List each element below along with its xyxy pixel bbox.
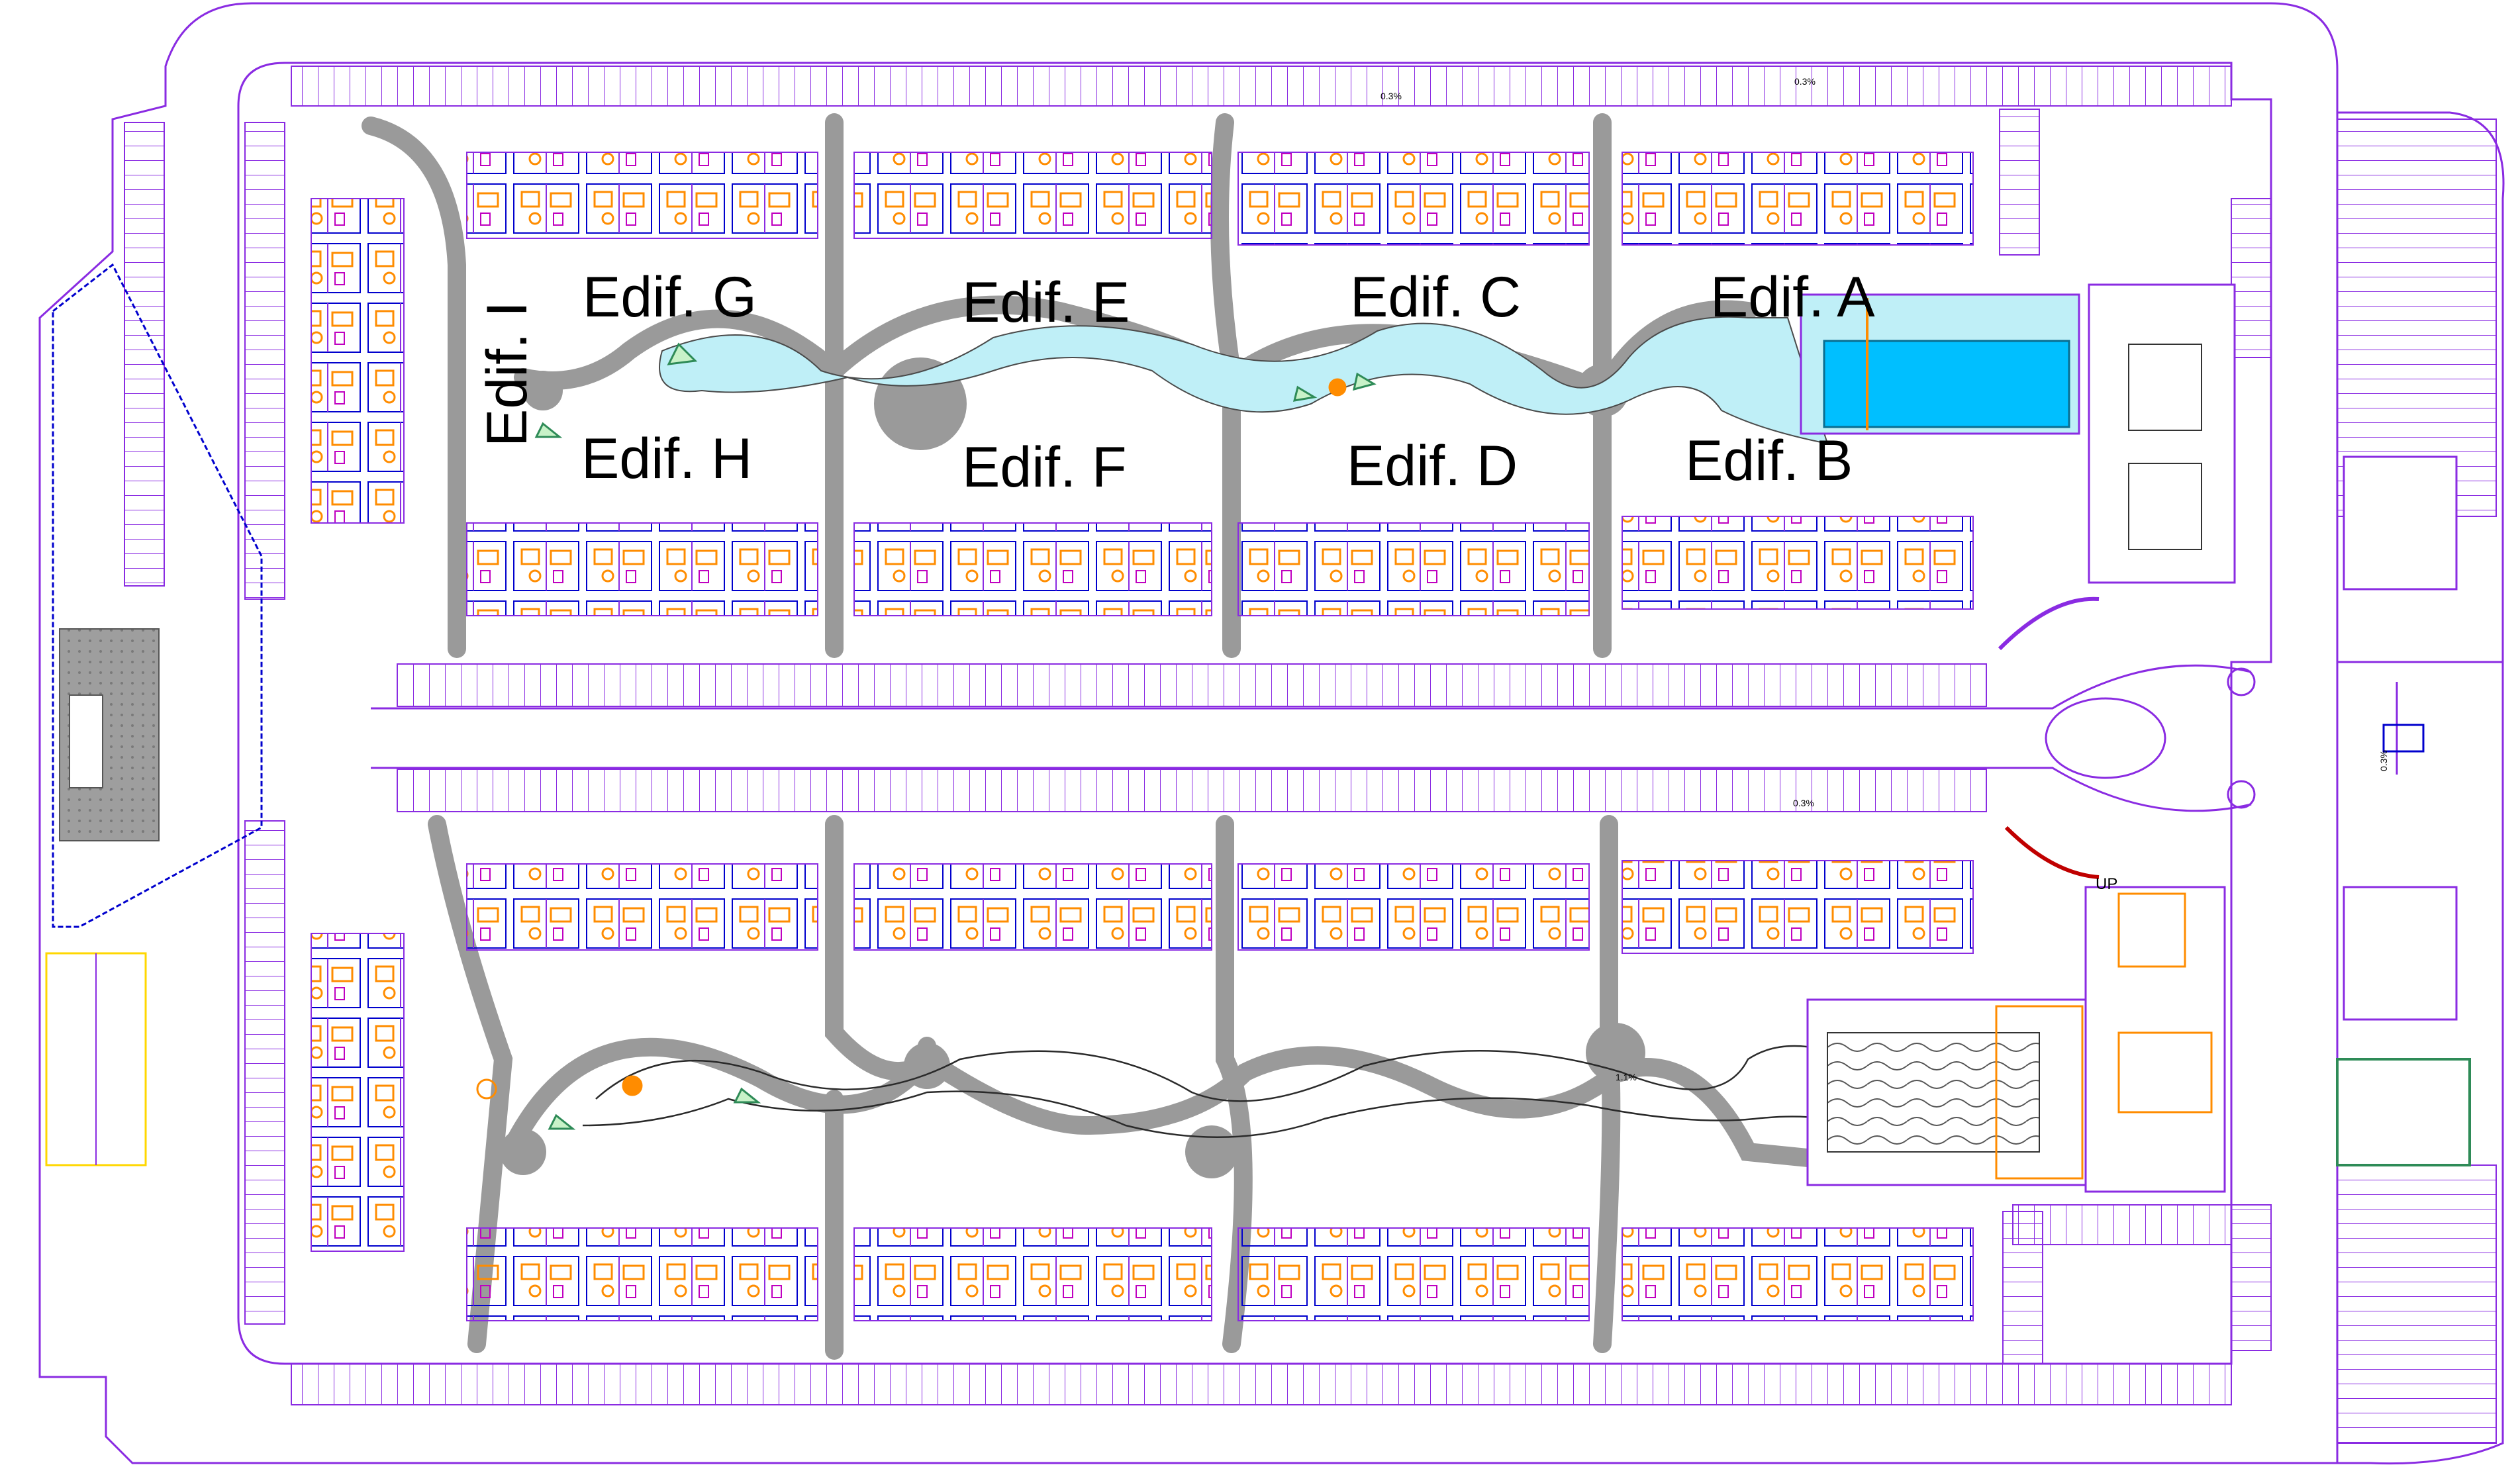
central-driveway — [371, 596, 2398, 879]
water-features — [659, 293, 2080, 445]
slope-note-mid: 0.3% — [1793, 798, 1814, 808]
building-label-g: Edif. G — [583, 265, 757, 329]
wave-pool — [1806, 998, 2087, 1186]
slope-note-top-1: 0.3% — [1381, 91, 1402, 101]
building-label-c: Edif. C — [1350, 265, 1521, 329]
building-label-h: Edif. H — [581, 427, 752, 491]
amenity-buildings — [2084, 283, 2471, 1193]
building-blocks — [311, 152, 1974, 1321]
slope-note-right: 0.3% — [2378, 750, 2389, 771]
building-label-b: Edif. B — [1685, 429, 1853, 493]
building-label-d: Edif. D — [1347, 434, 1518, 498]
site-furniture — [476, 342, 1377, 1130]
slope-note-pond: 1.1% — [1616, 1072, 1637, 1082]
building-label-f: Edif. F — [962, 436, 1127, 499]
up-marker: UP — [2096, 875, 2117, 893]
building-label-a: Edif. A — [1710, 265, 1875, 329]
lower-pond-outline — [582, 1045, 1855, 1139]
slope-note-top-2: 0.3% — [1794, 76, 1816, 87]
building-label-e: Edif. E — [962, 271, 1130, 334]
parking-stalls — [124, 66, 2497, 1444]
building-label-i: Edif. I — [475, 301, 539, 447]
entrance-pavilion — [45, 263, 263, 1166]
